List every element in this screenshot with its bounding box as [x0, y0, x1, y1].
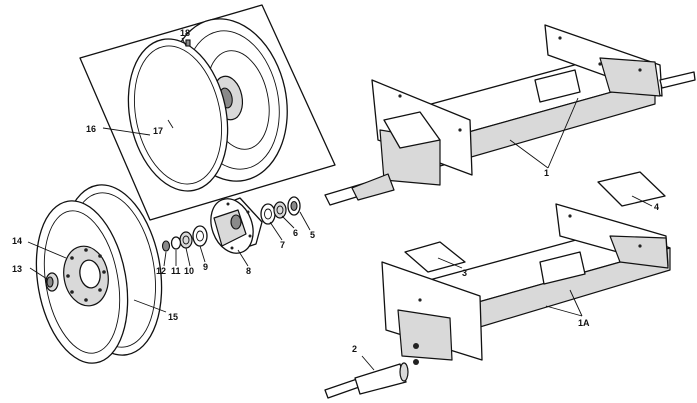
callout-4: 4 — [654, 202, 659, 212]
callout-5: 5 — [310, 230, 315, 240]
callout-7: 7 — [280, 240, 285, 250]
wheel-hub — [210, 197, 263, 254]
callout-labels: 1 1A 2 3 4 5 6 7 8 9 10 11 12 13 14 15 1… — [12, 28, 659, 354]
lug-nut — [45, 272, 59, 292]
callout-11: 11 — [171, 266, 181, 276]
front-wheel — [35, 184, 163, 364]
callout-6: 6 — [293, 228, 298, 238]
upper-axle-frame — [324, 24, 696, 206]
callout-16: 16 — [86, 124, 96, 134]
callout-10: 10 — [184, 266, 194, 276]
callout-15: 15 — [168, 312, 178, 322]
callout-1: 1 — [544, 168, 549, 178]
callout-14: 14 — [12, 236, 22, 246]
split-rim-wheel — [127, 18, 288, 192]
lower-axle-frame — [381, 203, 671, 365]
callout-12: 12 — [156, 266, 166, 276]
callout-3: 3 — [462, 268, 467, 278]
plate-4 — [597, 171, 666, 207]
plate-3 — [404, 241, 466, 273]
callout-8: 8 — [246, 266, 251, 276]
leader-lines — [27, 37, 653, 371]
bearing-stack — [161, 196, 301, 252]
callout-9: 9 — [203, 262, 208, 272]
callout-2: 2 — [352, 344, 357, 354]
callout-1a: 1A — [578, 318, 590, 328]
spindle — [324, 362, 409, 399]
callout-13: 13 — [12, 264, 22, 274]
callout-17: 17 — [153, 126, 163, 136]
callout-18: 18 — [180, 28, 190, 38]
